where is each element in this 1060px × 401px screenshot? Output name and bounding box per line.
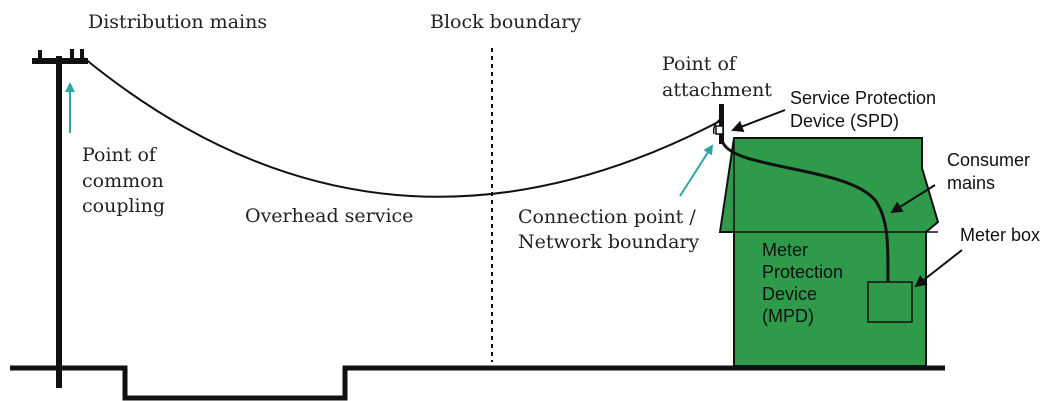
meter-protection-device-label: Meter Protection Device (MPD) — [762, 240, 848, 326]
connection-point-arrow — [679, 144, 714, 197]
point-of-attachment-label: Point of attachment — [662, 53, 772, 101]
meter-box-label: Meter box — [960, 225, 1040, 245]
connection-point-label: Connection point / Network boundary — [518, 206, 702, 253]
pole-insulator-right — [80, 49, 84, 59]
meter-box-arrow — [914, 249, 963, 288]
pole-insulator-mid — [70, 49, 74, 59]
service-mast — [719, 104, 724, 144]
utility-pole — [56, 56, 62, 388]
ground-line — [10, 365, 945, 401]
distribution-mains-label: Distribution mains — [88, 11, 267, 33]
consumer-mains-arrow — [890, 184, 936, 214]
service-protection-device-label: Service Protection Device (SPD) — [790, 88, 941, 131]
connection-clamp — [715, 125, 724, 135]
connection-loop — [712, 117, 723, 135]
meter-box — [867, 281, 913, 323]
block-boundary-label: Block boundary — [430, 11, 581, 33]
overhead-service-label: Overhead service — [245, 205, 413, 227]
house — [718, 137, 940, 367]
spd-arrow — [731, 109, 786, 133]
house-body — [718, 137, 940, 367]
pole-insulator-left — [38, 50, 42, 59]
point-of-common-coupling-label: Point of common coupling — [82, 144, 170, 217]
overhead-service-cable — [83, 57, 723, 198]
pole-crossarm — [32, 58, 88, 64]
consumer-mains-cable — [720, 139, 890, 283]
consumer-mains-label: Consumer mains — [947, 150, 1035, 193]
